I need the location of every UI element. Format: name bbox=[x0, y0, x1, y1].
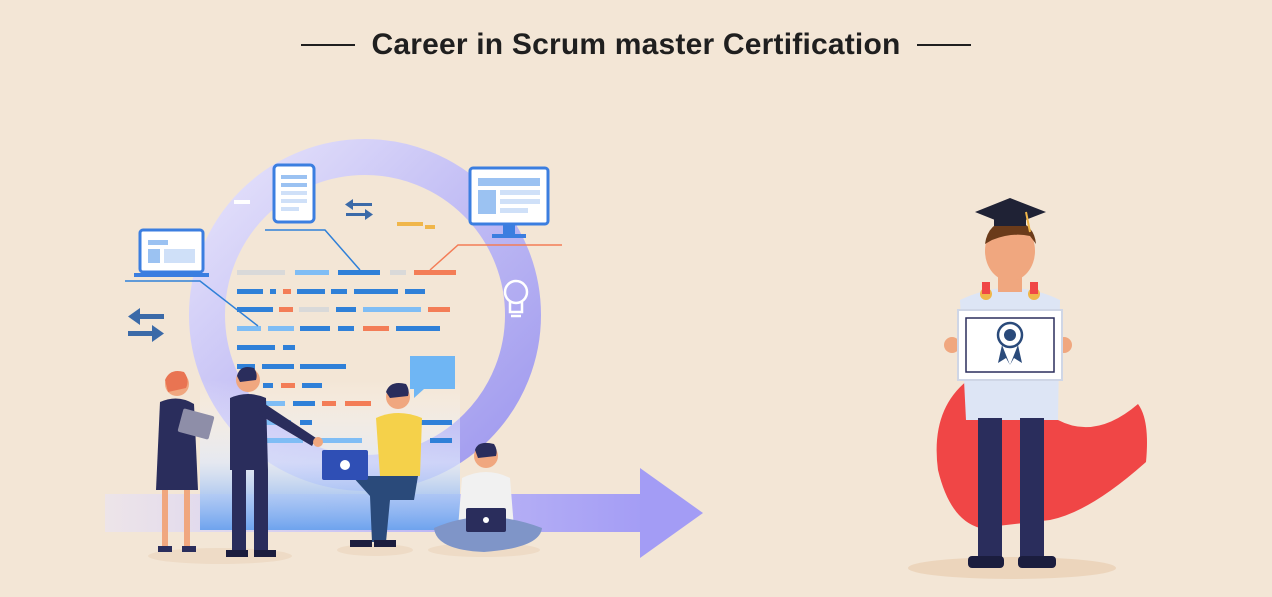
certificate-badge-icon bbox=[944, 309, 1072, 381]
arrows-icon-left bbox=[128, 308, 164, 342]
tablet-icon bbox=[272, 163, 316, 224]
title-bar: Career in Scrum master Certification bbox=[0, 22, 1272, 68]
key-icon bbox=[397, 222, 435, 229]
title-left-rule bbox=[301, 44, 356, 46]
team-member-sitting bbox=[434, 442, 542, 552]
lightbulb-icon bbox=[503, 279, 529, 318]
team-member-woman bbox=[156, 371, 215, 552]
dash-mark bbox=[234, 200, 250, 204]
title-right-rule bbox=[916, 44, 971, 46]
team-member-pointing bbox=[226, 367, 323, 557]
arrows-icon bbox=[345, 199, 373, 220]
team-member-yellow bbox=[322, 383, 422, 547]
monitor-icon bbox=[468, 166, 550, 238]
graduate-shadow bbox=[908, 557, 1116, 579]
graduation-cap-icon bbox=[975, 198, 1046, 233]
chat-bubble-icon bbox=[410, 356, 455, 398]
graduate-figure bbox=[936, 220, 1147, 568]
page-title: Career in Scrum master Certification bbox=[371, 28, 901, 61]
laptop-icon bbox=[134, 228, 209, 277]
connector-lines bbox=[125, 229, 361, 327]
